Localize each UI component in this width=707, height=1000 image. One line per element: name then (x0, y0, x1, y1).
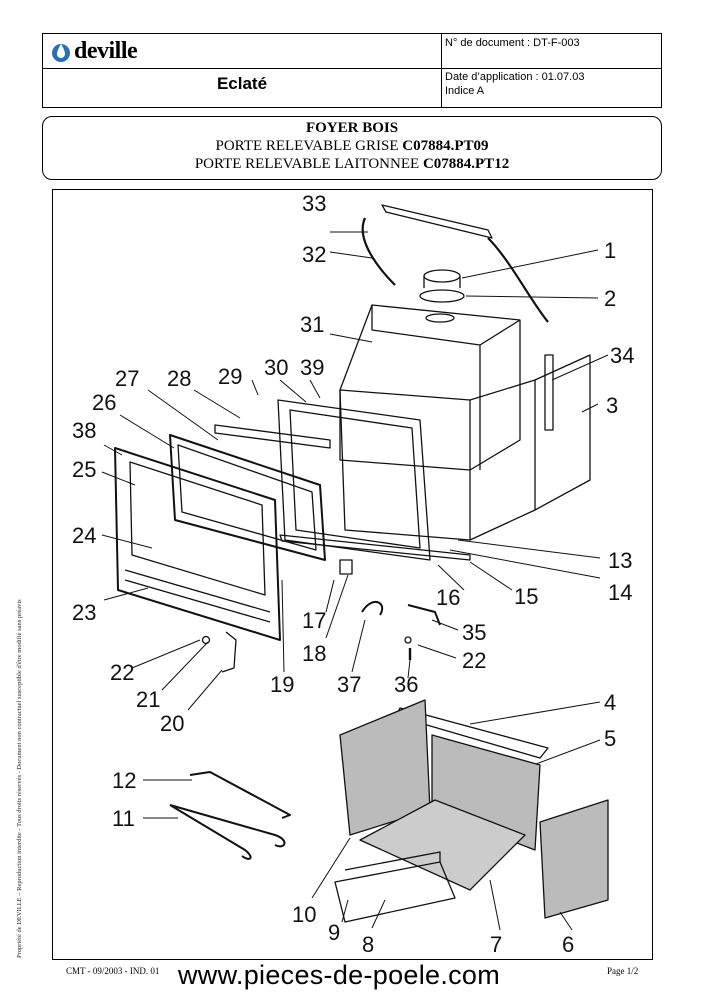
part-label-8: 8 (362, 932, 374, 957)
part-label-6: 6 (562, 932, 574, 957)
footer-reference: CMT - 09/2003 - IND. 01 (66, 966, 160, 976)
variant-brass-label: PORTE RELEVABLE LAITONNEE (194, 156, 423, 172)
part-label-10: 10 (292, 902, 316, 927)
part-label-4: 4 (604, 690, 616, 715)
variant-grey-label: PORTE RELEVABLE GRISE (215, 138, 403, 154)
outer-door-part (114, 447, 281, 641)
exploded-view-frame (52, 189, 653, 960)
glass-frame-part (169, 434, 326, 561)
part-label-34: 34 (610, 343, 634, 368)
side-brick-part (431, 734, 541, 851)
variant-brass-code: C07884.PT12 (422, 156, 510, 172)
part-label-23: 23 (72, 600, 96, 625)
product-variant-grey: PORTE RELEVABLE GRISE C07884.PT09 (43, 138, 661, 155)
part-label-26: 26 (92, 390, 116, 415)
part-label-37: 37 (337, 672, 361, 697)
document-header: deville Eclaté N° de document : DT-F-003… (42, 33, 662, 108)
copyright-note: Propriété de DEVILLE – Reproduction inte… (16, 599, 23, 958)
document-indice: Indice A (445, 85, 485, 97)
header-divider-horizontal (43, 68, 661, 69)
part-label-36: 36 (394, 672, 418, 697)
top-bar-part (214, 424, 331, 449)
product-title: FOYER BOIS (305, 120, 399, 136)
part-label-9: 9 (328, 920, 340, 945)
section-title: Eclaté (216, 74, 268, 93)
part-label-21: 21 (136, 687, 160, 712)
washer-part (201, 635, 211, 645)
part-label-25: 25 (72, 457, 96, 482)
side-vent-part (544, 354, 554, 431)
door-latch-part (221, 631, 237, 673)
part-label-22-left: 22 (110, 660, 134, 685)
part-label-32: 32 (302, 242, 326, 267)
part-label-35: 35 (462, 620, 486, 645)
brand-name: deville (74, 38, 138, 64)
poker-rod-part (189, 771, 291, 819)
drop-logo-icon (52, 43, 70, 62)
flue-gasket-part (419, 289, 465, 303)
tension-rod-part (361, 217, 549, 323)
part-label-5: 5 (604, 726, 616, 751)
part-label-22-right: 22 (462, 648, 486, 673)
part-label-16: 16 (436, 585, 460, 610)
top-plate-part (381, 204, 493, 239)
part-label-13: 13 (608, 548, 632, 573)
part-label-27: 27 (115, 366, 139, 391)
flue-collar-part (423, 269, 461, 283)
part-label-29: 29 (218, 364, 242, 389)
part-label-1: 1 (604, 238, 616, 263)
side-panel-part (534, 354, 591, 511)
variant-grey-code: C07884.PT09 (402, 138, 489, 154)
part-label-19: 19 (270, 672, 294, 697)
footer-website-link[interactable]: www.pieces-de-poele.com (178, 960, 501, 990)
door-frame-part (277, 399, 431, 561)
document-number: N° de document : DT-F-003 (445, 37, 580, 49)
part-label-28: 28 (167, 366, 191, 391)
part-label-30: 30 (264, 355, 288, 380)
lever-part (407, 604, 441, 626)
date-application: Date d’application : 01.07.03 (445, 71, 585, 83)
part-label-24: 24 (72, 523, 96, 548)
page-number: Page 1/2 (607, 966, 639, 976)
brand-logo: deville (51, 38, 138, 65)
hood-body-part (339, 304, 521, 471)
part-label-38: 38 (72, 418, 96, 443)
product-variant-brass: PORTE RELEVABLE LAITONNEE C07884.PT12 (43, 156, 661, 173)
part-label-15: 15 (514, 584, 538, 609)
part-label-33: 33 (302, 191, 326, 216)
part-label-18: 18 (302, 641, 326, 666)
part-label-2: 2 (604, 286, 616, 311)
part-label-12: 12 (112, 768, 136, 793)
lower-rail-part (279, 534, 471, 561)
product-title-box: FOYER BOIS PORTE RELEVABLE GRISE C07884.… (42, 116, 662, 180)
part-label-11: 11 (112, 806, 135, 831)
part-label-31: 31 (300, 312, 324, 337)
part-label-39: 39 (300, 355, 324, 380)
right-brick-part (539, 799, 609, 919)
header-divider-vertical (441, 34, 442, 107)
hook-part (361, 601, 383, 616)
part-label-7: 7 (490, 932, 502, 957)
part-label-17: 17 (302, 608, 326, 633)
ash-rake-part (169, 804, 286, 860)
part-label-14: 14 (608, 580, 632, 605)
grate-part (359, 799, 526, 891)
part-label-3: 3 (606, 393, 618, 418)
ash-pan-part (334, 861, 456, 923)
part-label-20: 20 (160, 711, 184, 736)
